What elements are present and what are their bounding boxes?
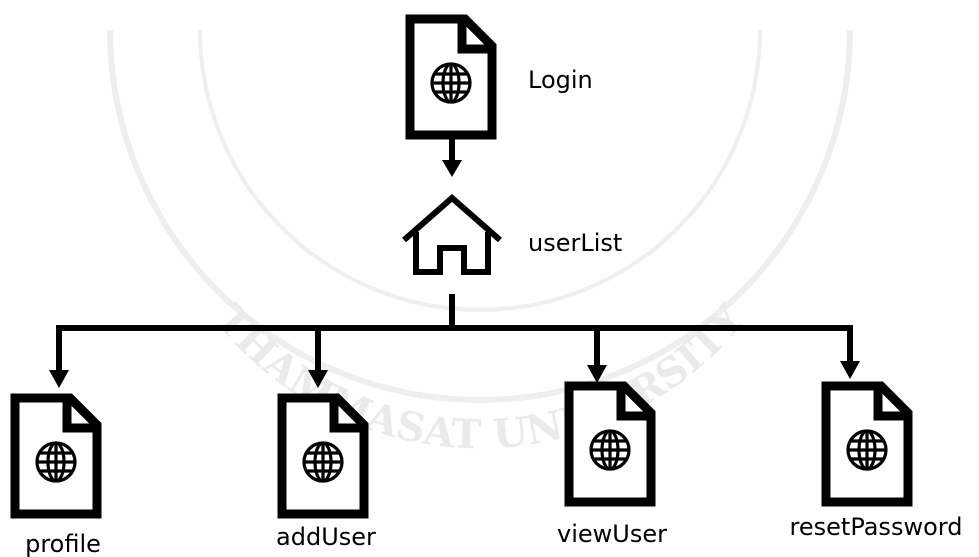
web-page-icon xyxy=(826,386,908,502)
login-node[interactable]: Login xyxy=(410,19,593,135)
web-page-icon xyxy=(569,386,651,502)
resetpassword-node[interactable]: resetPassword xyxy=(790,386,963,541)
home-icon xyxy=(402,194,502,275)
viewuser-node[interactable]: viewUser xyxy=(557,386,667,548)
userlist-label: userList xyxy=(528,229,622,257)
web-page-icon xyxy=(282,398,364,514)
adduser-node[interactable]: addUser xyxy=(276,398,376,551)
web-page-icon xyxy=(15,398,97,514)
adduser-label: addUser xyxy=(276,523,376,551)
login-label: Login xyxy=(528,66,593,94)
resetpassword-label: resetPassword xyxy=(790,513,963,541)
profile-label: profile xyxy=(25,530,101,557)
viewuser-label: viewUser xyxy=(557,520,667,548)
login-to-userlist-arrow xyxy=(442,137,462,177)
profile-node[interactable]: profile xyxy=(15,398,101,557)
userlist-node[interactable]: userList xyxy=(402,194,622,275)
branch-connectors xyxy=(49,294,860,388)
web-page-icon xyxy=(410,19,492,135)
